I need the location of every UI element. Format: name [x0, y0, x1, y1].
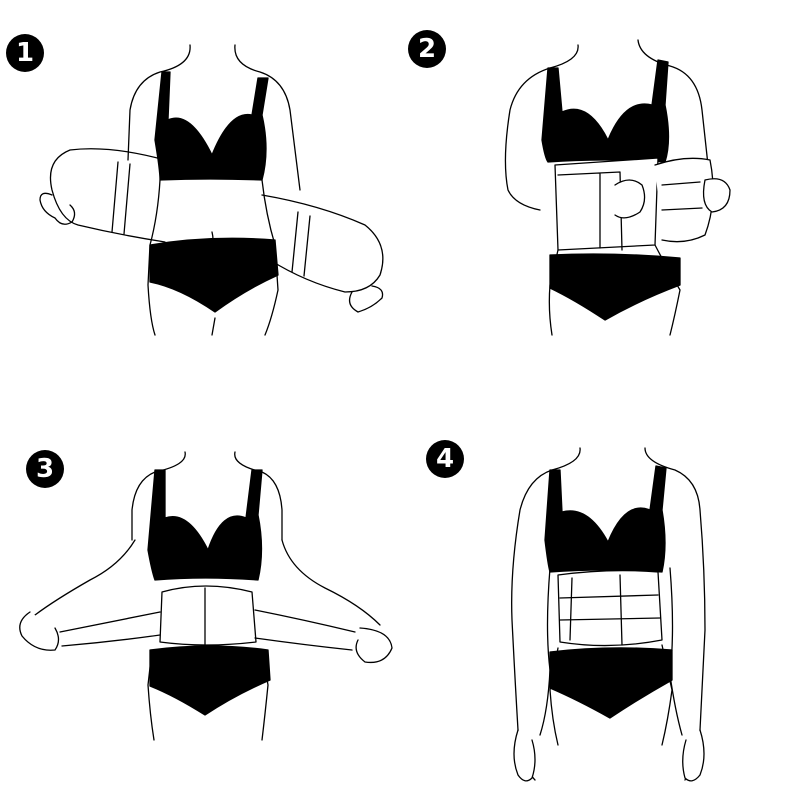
briefs: [549, 647, 673, 719]
belt: [159, 585, 257, 646]
belt-seams: [569, 574, 623, 646]
belt-strap-lines: [559, 594, 661, 621]
step-4-illustration: [511, 447, 706, 782]
left-hand: [513, 729, 536, 782]
left-hand: [19, 611, 60, 651]
left-hip: [549, 647, 559, 746]
step-3-badge: 3: [26, 450, 64, 488]
right-arm-upper: [281, 539, 381, 626]
right-hand: [682, 729, 705, 782]
right-hip: [261, 649, 269, 741]
band-right-bottom: [254, 637, 353, 651]
left-arm: [504, 44, 579, 211]
right-hand: [348, 285, 384, 313]
bra: [541, 59, 670, 163]
step-2-panel: 2: [400, 0, 800, 400]
left-hand: [39, 192, 76, 225]
step-2-badge: 2: [408, 30, 446, 68]
step-3-panel: 3: [0, 400, 400, 800]
step-4-badge: 4: [426, 440, 464, 478]
right-arm: [637, 39, 709, 166]
step-1-illustration: [39, 44, 384, 336]
torso-right-outline: [234, 44, 301, 191]
step-1-badge: 1: [6, 34, 44, 72]
band-left: [49, 148, 166, 243]
bra: [147, 469, 263, 581]
band-right: [261, 194, 384, 293]
left-arm-upper: [34, 539, 136, 616]
torso-left-outline: [127, 44, 191, 161]
belt: [557, 569, 663, 647]
left-hip: [147, 649, 155, 741]
left-hand: [614, 179, 646, 219]
step-4-panel: 4: [400, 400, 800, 800]
briefs: [549, 253, 681, 321]
right-hand: [355, 627, 393, 664]
band-left-bottom: [61, 634, 161, 647]
right-hand: [702, 178, 731, 213]
briefs: [149, 645, 271, 716]
bra: [154, 71, 269, 181]
step-2-illustration: [504, 39, 731, 336]
belt-seam: [557, 171, 623, 251]
briefs: [149, 237, 279, 313]
step-3-illustration: [19, 451, 393, 741]
band-right-top: [254, 609, 356, 633]
bra: [544, 465, 667, 573]
step-1-panel: 1: [0, 0, 400, 400]
right-hip: [661, 644, 673, 746]
band-left-top: [59, 611, 161, 633]
